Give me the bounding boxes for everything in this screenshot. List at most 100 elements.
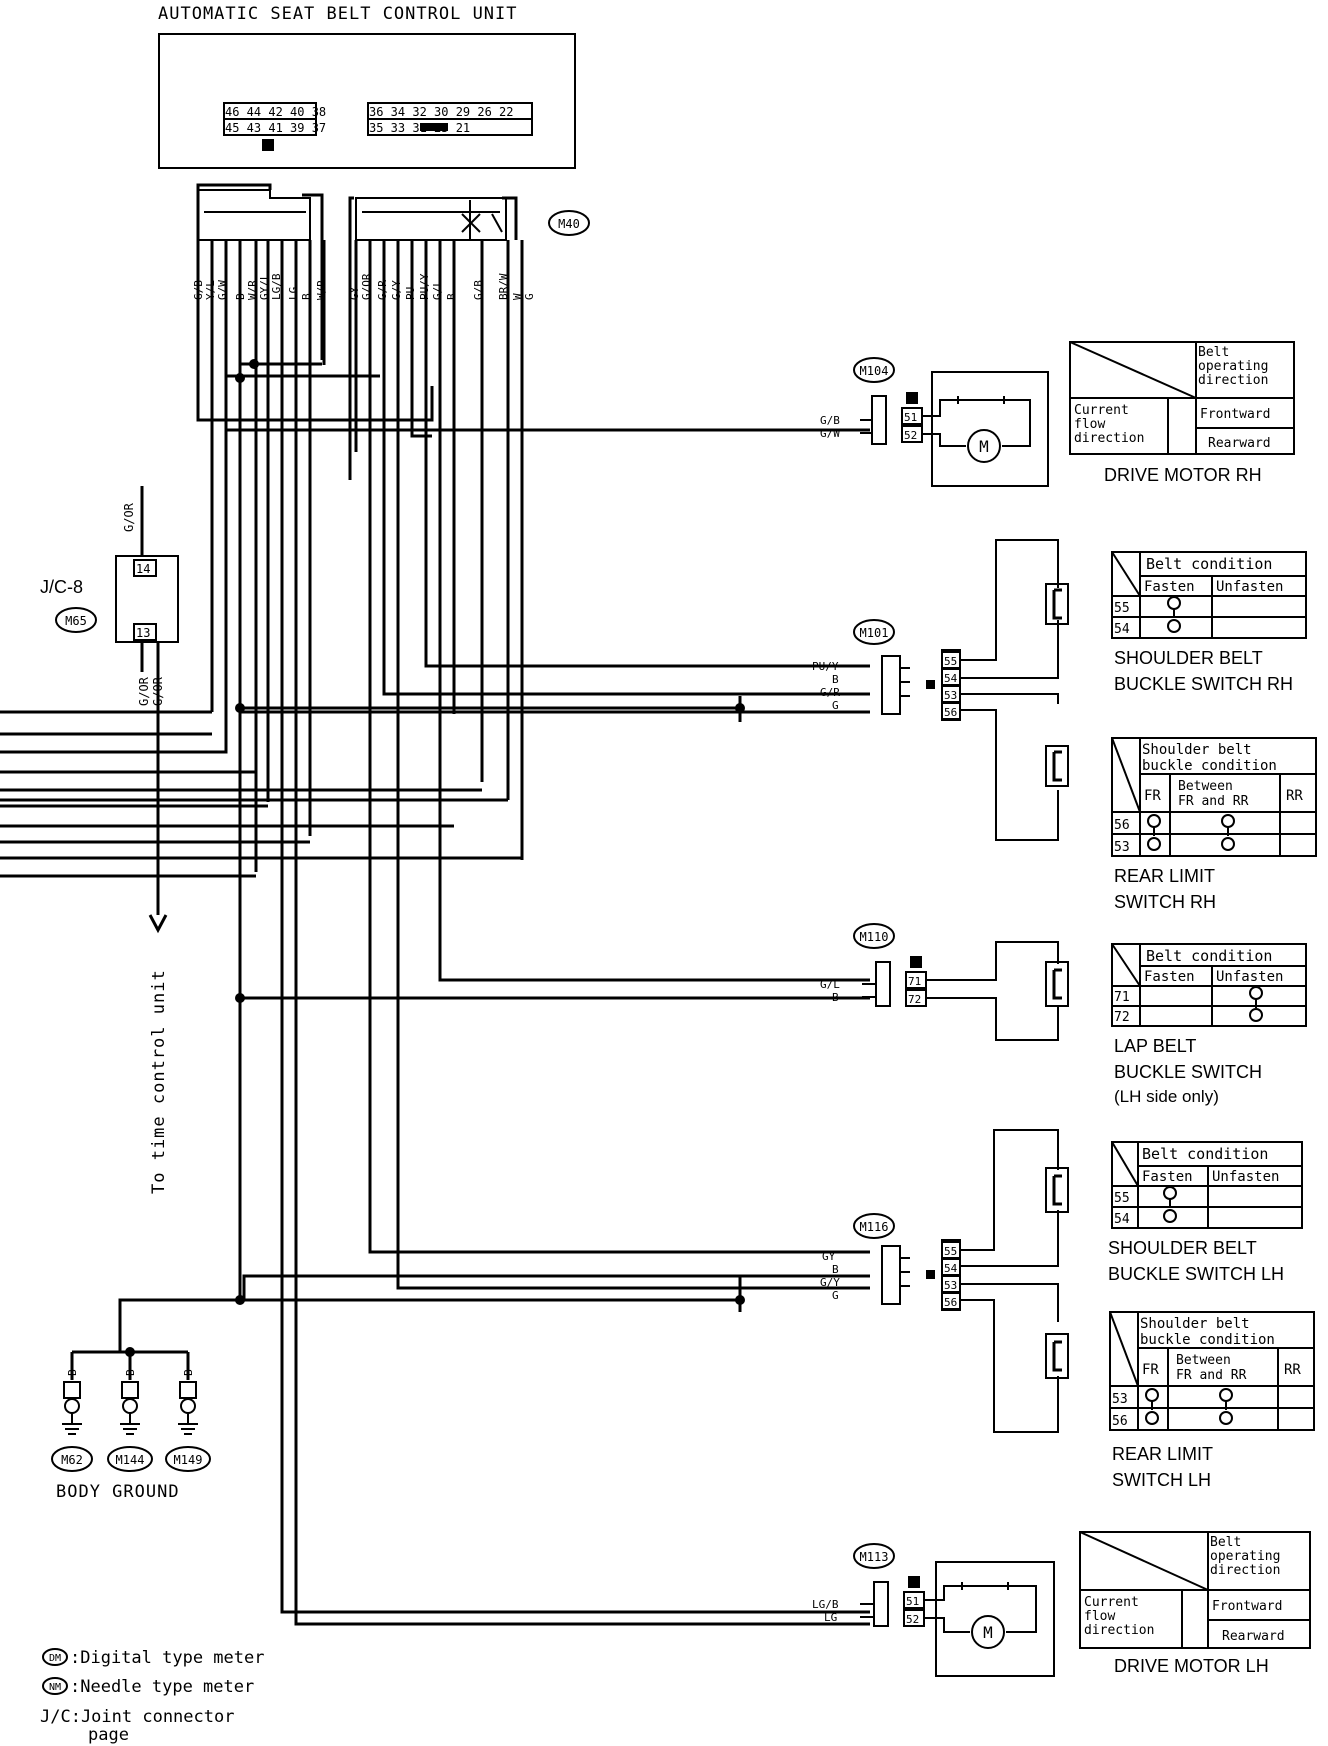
m116-badge <box>853 1213 895 1239</box>
table-header: Shoulder belt <box>1142 742 1252 758</box>
row-pin: 71 <box>1114 990 1130 1005</box>
table-col: FR and RR <box>1178 794 1249 809</box>
motor-m: M <box>979 437 989 456</box>
m144-label: M144 <box>116 1453 145 1467</box>
wire-label: W <box>511 293 524 300</box>
ecu-title: AUTOMATIC SEAT BELT CONTROL UNIT <box>158 4 518 24</box>
m113-label: M113 <box>860 1550 889 1564</box>
wire-label: G <box>832 699 839 712</box>
m113-badge <box>853 1543 895 1569</box>
pin-label: 56 <box>944 1296 957 1309</box>
pin-label: 54 <box>944 1262 958 1275</box>
rear-limit-lh-table: Shoulder belt buckle condition FR Betwee… <box>1109 1311 1315 1431</box>
table-col: Fasten <box>1144 969 1195 985</box>
shoulder-belt-buckle-lh: M116 GY B G/Y G 55 54 53 56 Belt conditi… <box>820 1129 1303 1433</box>
jc-pin: 14 <box>136 562 150 576</box>
junction-connector-jc8: G/OR J/C-8 M65 14 13 G/OR G/OR To time c… <box>40 502 179 1194</box>
jc-legend: J/C:Joint connector <box>40 1707 234 1727</box>
table-col: Between <box>1178 779 1233 794</box>
table-header: operating <box>1198 359 1268 374</box>
body-ground: B M62 B M144 B M149 BODY GROUND <box>51 1369 211 1502</box>
pin-label: 52 <box>906 1613 919 1626</box>
harness-wires <box>0 183 870 1626</box>
ecu-box <box>158 33 576 169</box>
row-pin: 55 <box>1114 1191 1130 1206</box>
drive-motor-rh-title: DRIVE MOTOR RH <box>1104 465 1262 485</box>
to-time-control-unit: To time control unit <box>149 969 169 1194</box>
ground-m149: B M149 <box>165 1369 211 1472</box>
ground-m144: B M144 <box>107 1369 153 1472</box>
table-header: buckle condition <box>1140 1332 1275 1348</box>
motor-m: M <box>983 1623 993 1642</box>
shoulder-lh-table: Belt condition Fasten Unfasten 55 54 <box>1111 1141 1303 1229</box>
pin-label: 71 <box>908 975 921 988</box>
rear-limit-lh-title: SWITCH LH <box>1112 1470 1211 1490</box>
pin-label: 56 <box>944 706 957 719</box>
dm-badge <box>42 1648 68 1666</box>
shoulder-lh-title: BUCKLE SWITCH LH <box>1108 1264 1284 1284</box>
drive-motor-lh-table: Belt operating direction Current flow di… <box>1079 1531 1311 1649</box>
pin-label: 72 <box>908 993 921 1006</box>
row-pin: 54 <box>1114 622 1130 637</box>
pin-label: 54 <box>944 672 958 685</box>
wire-label: G/L <box>820 978 840 991</box>
m40-label: M40 <box>558 217 580 231</box>
wire-label: G/B <box>820 414 840 427</box>
table-col: RR <box>1286 788 1303 804</box>
drive-motor-rh: M104 G/B G/W 51 52 M Belt operating dire… <box>820 341 1295 487</box>
wire-label: G <box>523 293 536 300</box>
lap-belt-buckle-switch: M110 G/L B 71 72 Belt condition Fasten U… <box>820 923 1307 1106</box>
ecu-pin-grid-right: 36 34 32 30 29 26 22 35 33 31 25 21 <box>367 102 533 136</box>
table-header: Belt <box>1198 345 1229 360</box>
ecu-wire-labels: G/B Y/L G/W B W/R GY/L LG/B LG B W/R GY … <box>192 273 536 300</box>
rear-limit-lh-title: REAR LIMIT <box>1112 1444 1213 1464</box>
ecu-pins-left-bottom: 45 43 41 39 37 <box>225 121 326 135</box>
lap-belt-title: (LH side only) <box>1114 1087 1219 1106</box>
lap-belt-title: LAP BELT <box>1114 1036 1196 1056</box>
row-pin: 54 <box>1114 1212 1130 1227</box>
table-col: Unfasten <box>1216 969 1283 985</box>
table-header: buckle condition <box>1142 758 1277 774</box>
m116-label: M116 <box>860 1220 889 1234</box>
wire-label: LG/B <box>270 273 283 300</box>
row-pin: 53 <box>1112 1392 1128 1407</box>
table-col: Unfasten <box>1212 1169 1279 1185</box>
row-pin: 53 <box>1114 840 1130 855</box>
cell: Frontward <box>1200 407 1270 422</box>
m101-badge <box>853 619 895 645</box>
wire-label: B <box>445 293 458 300</box>
pin-label: 51 <box>904 411 917 424</box>
m104-badge <box>853 357 895 383</box>
row-pin: 56 <box>1114 818 1130 833</box>
ecu-pins-left-top: 46 44 42 40 38 <box>225 105 326 119</box>
row-label: flow <box>1074 417 1105 432</box>
dm-label: DM <box>49 1653 61 1664</box>
m62-label: M62 <box>61 1453 83 1467</box>
row-label: Current <box>1084 1595 1139 1610</box>
ecu-pin-grid-left: 46 44 42 40 38 45 43 41 39 37 <box>223 102 326 151</box>
wire-label: B <box>832 991 839 1004</box>
m101-label: M101 <box>860 626 889 640</box>
shoulder-rh-table: Belt condition Fasten Unfasten 55 54 <box>1111 551 1307 639</box>
wire-label: LG <box>824 1611 837 1624</box>
ground-wire-label: B <box>182 1369 195 1376</box>
nm-text: :Needle type meter <box>70 1677 254 1697</box>
dm-text: :Digital type meter <box>70 1648 264 1668</box>
table-header: direction <box>1198 373 1268 388</box>
wire-label: LG <box>287 287 300 300</box>
nm-badge <box>42 1677 68 1695</box>
ecu-pins-right-bottom: 35 33 31 25 21 <box>369 121 470 135</box>
table-col: FR and RR <box>1176 1368 1247 1383</box>
wire-label: B <box>832 673 839 686</box>
pin-label: 53 <box>944 689 957 702</box>
m40-harness-connector: M40 <box>197 189 590 241</box>
pin-label: 55 <box>944 1245 957 1258</box>
wire-label: G/W <box>820 427 840 440</box>
m40-badge <box>548 210 590 236</box>
m104-label: M104 <box>860 364 889 378</box>
pin-label: 51 <box>906 1595 919 1608</box>
lap-belt-title: BUCKLE SWITCH <box>1114 1062 1262 1082</box>
shoulder-rh-title: BUCKLE SWITCH RH <box>1114 674 1293 694</box>
drive-motor-lh: M113 LG/B LG 51 52 M Belt operating dire… <box>812 1531 1311 1677</box>
